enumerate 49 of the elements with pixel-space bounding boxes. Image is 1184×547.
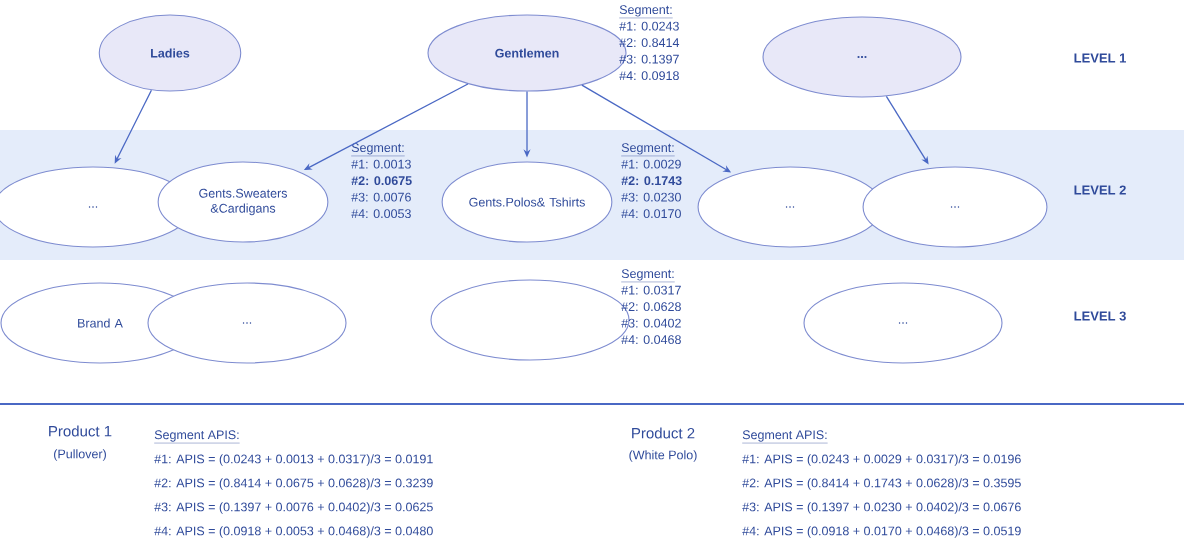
apis-formula: #2: APIS = (0.8414 + 0.0675 + 0.0628)/3 = 0.3239 [154, 478, 433, 490]
ellipse-node: Gents.Polos& Tshirts [441, 161, 613, 243]
node-label: #1: 0.0013 [351, 159, 411, 169]
node-label: #2: 0.0628 [621, 302, 681, 312]
product-name: (White Polo) [629, 450, 697, 462]
ellipse-node: Ladies [98, 14, 242, 92]
node-label: Segment: [621, 143, 674, 155]
ellipse-node: Gents.Sweaters &Cardigans [157, 161, 329, 243]
node-label: #1: 0.0317 [621, 285, 681, 295]
ellipse-node: ... [762, 16, 962, 98]
node-label: #2: 0.0675 [351, 176, 412, 186]
node-label: #2: 0.1743 [621, 176, 682, 186]
ellipse-node: ... [147, 282, 347, 364]
node-label: #3: 0.0402 [621, 318, 681, 328]
product-name: (Pullover) [54, 449, 106, 461]
apis-formula: #1: APIS = (0.0243 + 0.0013 + 0.0317)/3 = 0.0191 [154, 454, 433, 466]
node-label: #1: 0.0243 [619, 21, 679, 31]
node-label: #4: 0.0918 [619, 71, 679, 81]
segment-heading: Segment APIS: [154, 430, 240, 444]
apis-formula: #2: APIS = (0.8414 + 0.1743 + 0.0628)/3 = 0.3595 [742, 478, 1021, 490]
node-label: #4: 0.0170 [621, 209, 681, 219]
node-label: Segment: [351, 143, 404, 155]
ellipse-node: ... [803, 282, 1003, 364]
segment-values: Segment: #1: 0.0013 #2: 0.0675 #3: 0.0076 #4: 0.0053 [351, 143, 412, 219]
apis-formula: #3: APIS = (0.1397 + 0.0076 + 0.0402)/3 = 0.0625 [154, 502, 433, 514]
apis-formula: #3: APIS = (0.1397 + 0.0230 + 0.0402)/3 = 0.0676 [742, 502, 1021, 514]
apis-formula: #4: APIS = (0.0918 + 0.0170 + 0.0468)/3 = 0.0519 [742, 526, 1021, 538]
segment-heading: Segment APIS: [742, 430, 828, 444]
segment-values: Segment: #1: 0.0029 #2: 0.1743 #3: 0.0230 #4: 0.0170 [621, 143, 682, 219]
node-label: #1: 0.0029 [621, 159, 681, 169]
apis-formula: #4: APIS = (0.0918 + 0.0053 + 0.0468)/3 = 0.0480 [154, 526, 433, 538]
node-label: #3: 0.1397 [619, 54, 679, 64]
segment-values: Segment: #1: 0.0243 #2: 0.8414 #3: 0.1397 #4: 0.0918 [619, 5, 680, 81]
node-label: #4: 0.0053 [351, 209, 411, 219]
node-label: Segment: [621, 269, 674, 281]
level-label: LEVEL 2 [1074, 185, 1126, 195]
level-label: LEVEL 3 [1074, 311, 1126, 321]
node-label: #3: 0.0230 [621, 192, 681, 202]
node-label: #3: 0.0076 [351, 192, 411, 202]
level-label: LEVEL 1 [1074, 53, 1126, 63]
product-label: Product 2 [632, 427, 695, 439]
ellipse-node: ... [862, 166, 1048, 248]
node-label: #2: 0.8414 [619, 38, 680, 48]
node-label: Segment: [619, 5, 672, 17]
node-label: #4: 0.0468 [621, 335, 681, 345]
segment-values: Segment: #1: 0.0317 #2: 0.0628 #3: 0.0402 #4: 0.0468 [621, 269, 681, 345]
product-label: Product 1 [49, 425, 112, 437]
apis-formula: #1: APIS = (0.0243 + 0.0029 + 0.0317)/3 = 0.0196 [742, 454, 1021, 466]
ellipse-node: ... [697, 166, 883, 248]
